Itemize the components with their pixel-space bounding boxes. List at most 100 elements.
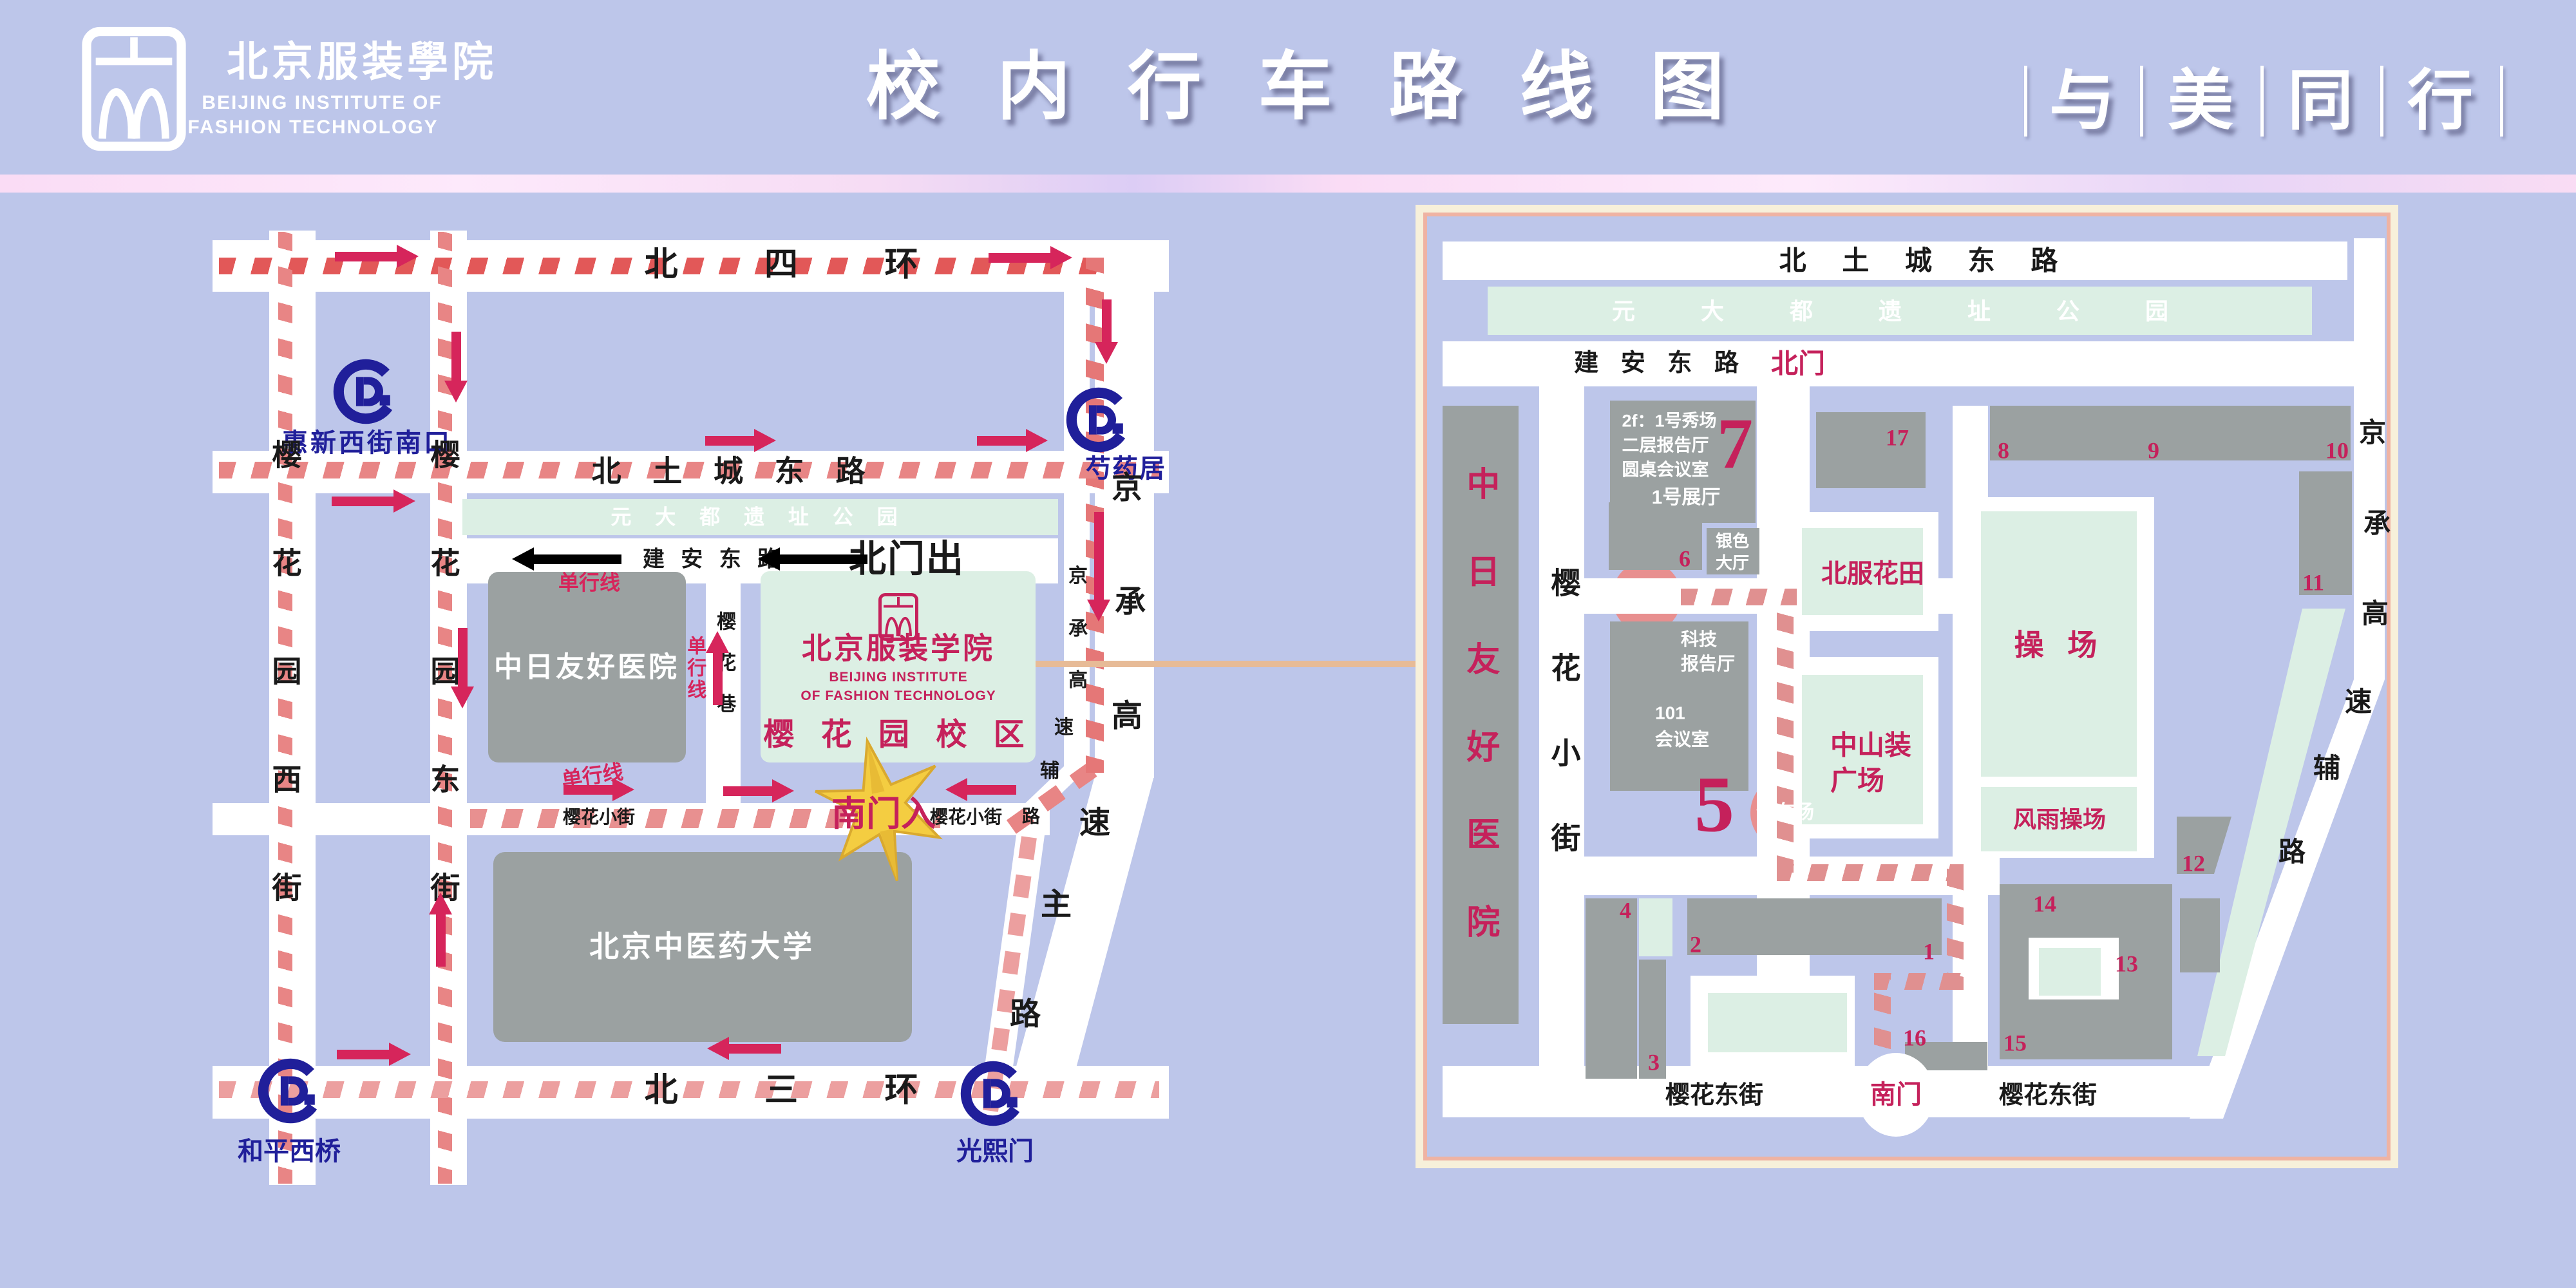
building-china-japan-hospital xyxy=(488,572,686,762)
aux-jing: 京 xyxy=(1068,565,1088,587)
r-tech-hall-building xyxy=(1610,621,1748,791)
r-indoor-playground xyxy=(1981,787,2137,851)
num-16: 16 xyxy=(1903,1025,1926,1051)
logo-shaoyaoju xyxy=(1064,385,1133,455)
indoor-playground: 风雨操场 xyxy=(2012,806,2107,833)
univ-tcm: 北京中医药大学 xyxy=(589,929,815,963)
road-yinghuayuan-west: 樱花园西街 xyxy=(268,439,302,980)
logo-guangximen xyxy=(958,1059,1028,1128)
r-flower-field xyxy=(1802,528,1923,615)
r-yinghuadongjie-2: 樱花东街 xyxy=(1998,1082,2098,1110)
flower-field: 北服花田 xyxy=(1821,560,1924,588)
r-route-seg4 xyxy=(1947,864,1964,990)
num-10: 10 xyxy=(2325,437,2349,464)
station-guangximen: 光熙门 xyxy=(956,1137,1034,1166)
num-7: 7 xyxy=(1717,404,1753,484)
num-11: 11 xyxy=(2302,569,2325,596)
road-yinghuaxiaojie-2: 樱花小街 xyxy=(929,806,1003,827)
r-aux-lu: 路 xyxy=(2278,836,2306,867)
r-aux-jing: 京 xyxy=(2358,417,2387,448)
header-pink-stripe xyxy=(0,175,2576,193)
num-6: 6 xyxy=(1679,545,1690,572)
a-east-st-down-arrow xyxy=(444,332,468,402)
header-logo-en1: BEIJING INSTITUTE OF xyxy=(202,91,442,113)
slogan-separator-bar xyxy=(2500,66,2503,137)
a-btc-2-arrow xyxy=(977,429,1048,452)
r-aux-su: 速 xyxy=(2344,686,2372,717)
slogan-separator-bar xyxy=(2260,66,2264,137)
a-n3-2-arrow xyxy=(706,1037,781,1060)
a-route-down-1-arrow xyxy=(1095,299,1118,364)
r-yinghuadongjie-1: 樱花东街 xyxy=(1665,1082,1764,1110)
r-building-11 xyxy=(2299,471,2352,595)
room-101: 101 会议室 xyxy=(1654,703,1710,749)
main-gao: 高 xyxy=(1111,699,1143,734)
r-route-seg2 xyxy=(1777,597,1794,873)
road-beisanhuan: 北 三 环 xyxy=(644,1072,957,1110)
r-road-beitucheng xyxy=(1443,242,2347,280)
campus-name-cn: 北京服装学院 xyxy=(802,632,995,665)
north-gate-exit: 北门出 xyxy=(848,538,965,580)
station-shaoyaoju: 芍药居 xyxy=(1085,455,1166,483)
campus-name-area: 樱 花 园 校 区 xyxy=(763,717,1034,752)
building-univ-tcm xyxy=(493,852,912,1042)
road-jingcheng-aux xyxy=(1064,240,1090,768)
r-playground xyxy=(1981,511,2137,777)
dash-beitucheng xyxy=(219,462,1159,478)
r-hospital-strip xyxy=(1443,406,1519,1024)
r-yinghuaxiaojie-vert: 樱花小街 xyxy=(1547,567,1581,907)
silver-hall: 银色 大厅 xyxy=(1715,531,1750,573)
r-road-yinghua-east-st xyxy=(1443,1066,2219,1117)
r-building-3 xyxy=(1639,960,1666,1079)
bldg7-hall: 1号展厅 xyxy=(1651,486,1721,508)
num-4: 4 xyxy=(1620,897,1631,923)
zhongshan-plaza: 中山装 广场 xyxy=(1830,730,1912,795)
main-zhu: 主 xyxy=(1040,887,1072,922)
tech-hall: 科技 报告厅 xyxy=(1680,629,1736,674)
bift-logo-icon xyxy=(76,26,192,152)
south-entry-star-icon xyxy=(815,736,943,882)
station-huixinxijienankou: 惠新西街南口 xyxy=(282,429,452,457)
r-building-13-courtyard xyxy=(2039,948,2101,996)
aux-cheng: 承 xyxy=(1068,618,1088,639)
road-beitucheng: 北 土 城 东 路 xyxy=(591,454,877,488)
page-title: 校 内 行 车 路 线 图 xyxy=(866,45,1743,128)
a-xiaojie-1-arrow xyxy=(564,778,634,801)
r-building-6 xyxy=(1609,502,1702,570)
station-hepingxiqiao: 和平西桥 xyxy=(238,1137,341,1166)
road-yinghuayuan-west-st xyxy=(269,231,316,1185)
r-building-small-east xyxy=(2180,898,2220,972)
dash-west-street xyxy=(278,232,292,1184)
main-jing: 京 xyxy=(1111,471,1143,506)
slogan-separator-bar xyxy=(2140,66,2143,137)
a-n4-1-arrow xyxy=(335,245,419,268)
r-building-2-1 xyxy=(1687,898,1942,955)
parking-label-2: 停车场 xyxy=(1756,801,1814,823)
campus-en1: BEIJING INSTITUTE xyxy=(829,669,968,685)
r-north-gate: 北门 xyxy=(1770,348,1826,379)
r-park-yuandadu: 元 大 都 遗 址 公 园 xyxy=(1611,298,2199,325)
main-lu: 路 xyxy=(1009,997,1041,1032)
slogan-separator-bar xyxy=(2024,66,2027,137)
num-9: 9 xyxy=(2148,437,2159,464)
a-east-st-up-arrow xyxy=(429,892,452,967)
r-zhongshan-plaza xyxy=(1802,675,1923,824)
aux-lu-char: 路 xyxy=(1021,806,1041,826)
num-14: 14 xyxy=(2033,891,2056,917)
r-strip-near-4 xyxy=(1639,898,1672,956)
r-road-yinghua-small-st xyxy=(1539,386,1584,1069)
slogan-char: 美 xyxy=(2168,65,2233,138)
logo-huixinxijienankou xyxy=(331,357,401,426)
r-building-17 xyxy=(1816,412,1926,488)
a-route-down-2-arrow xyxy=(1087,512,1110,621)
aux-fu: 辅 xyxy=(1040,760,1059,782)
r-aux-fu: 辅 xyxy=(2313,752,2341,783)
aux-su: 速 xyxy=(1054,716,1074,738)
logo-hepingxiqiao xyxy=(256,1056,325,1126)
a-btc-3-arrow xyxy=(332,489,415,513)
main-su: 速 xyxy=(1079,806,1111,840)
slogan-char: 与 xyxy=(2049,65,2115,138)
a-n4-2-arrow xyxy=(989,246,1072,269)
r-yuandadu-strip xyxy=(1488,287,2312,335)
